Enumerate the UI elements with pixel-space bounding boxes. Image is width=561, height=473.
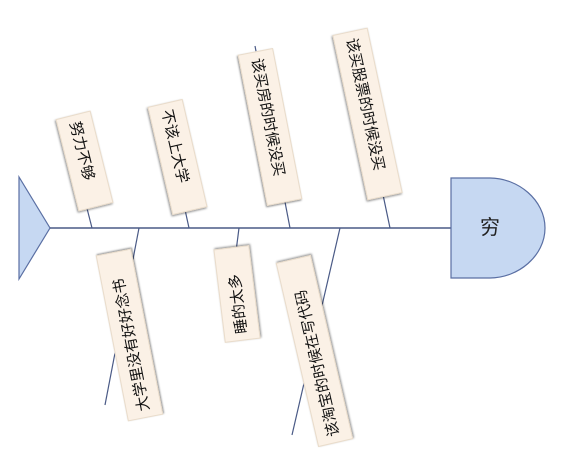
- fish-tail: [18, 174, 51, 282]
- fish-head: [450, 177, 546, 279]
- effect-label: 穷: [480, 215, 500, 239]
